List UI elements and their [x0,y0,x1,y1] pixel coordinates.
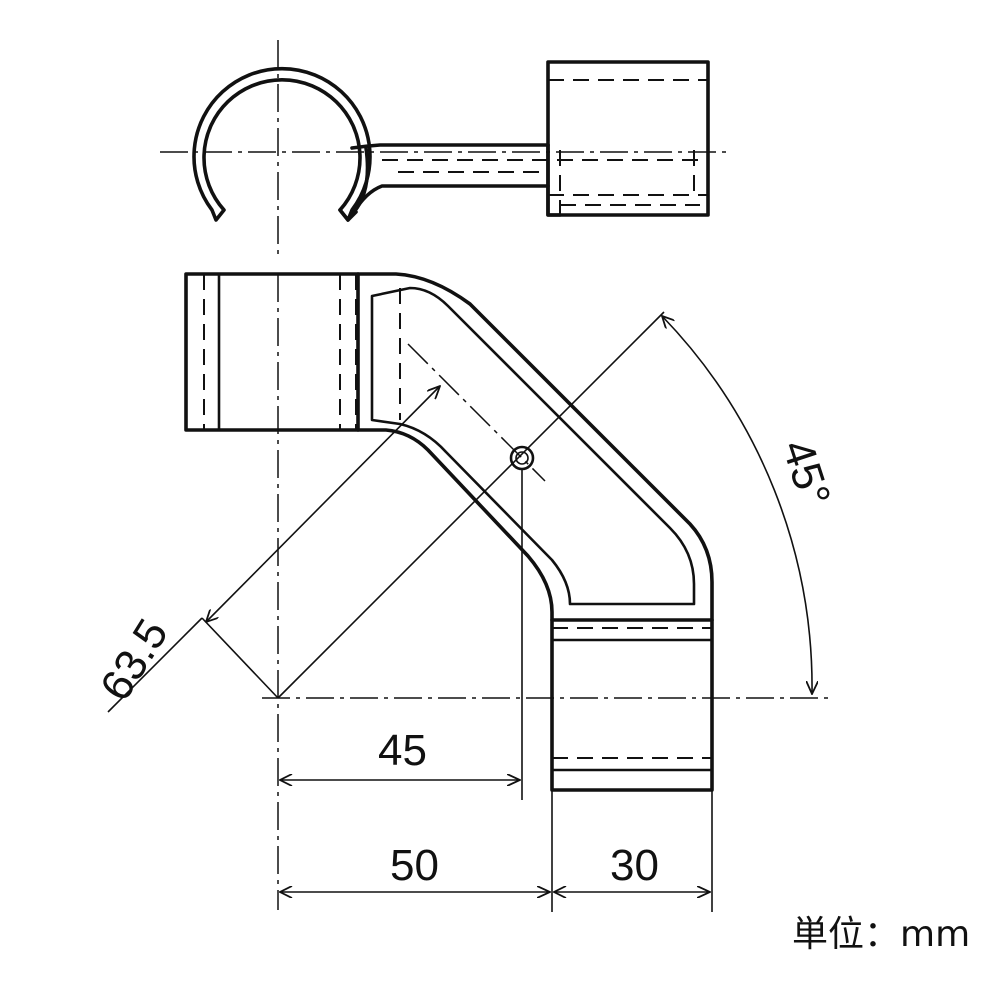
left-sleeve-hidden [203,274,357,430]
top-block-hidden [548,79,708,215]
diagonal-centerline [407,343,546,482]
lower-sleeve [550,618,714,792]
clamp-ring [192,66,372,222]
lower-sleeve-hidden [552,627,712,759]
dim-45-offset: 45 [378,726,427,775]
arm-hidden-lines [382,159,700,206]
front-view [184,272,830,910]
bolt-hole [509,445,535,471]
dimension-lines [107,311,812,912]
top-block [546,60,710,217]
dim-30: 30 [610,841,659,890]
dim-45-angle: 45° [772,434,839,512]
left-sleeve [184,272,360,432]
dim-50: 50 [390,841,439,890]
unit-label: 単位：mm [792,914,971,955]
bolt-hole-inner [515,451,529,465]
arm-outline-outer [352,143,562,217]
diagonal-body-outer [356,272,714,622]
top-view [160,40,730,260]
dim-63-5: 63.5 [91,611,178,710]
